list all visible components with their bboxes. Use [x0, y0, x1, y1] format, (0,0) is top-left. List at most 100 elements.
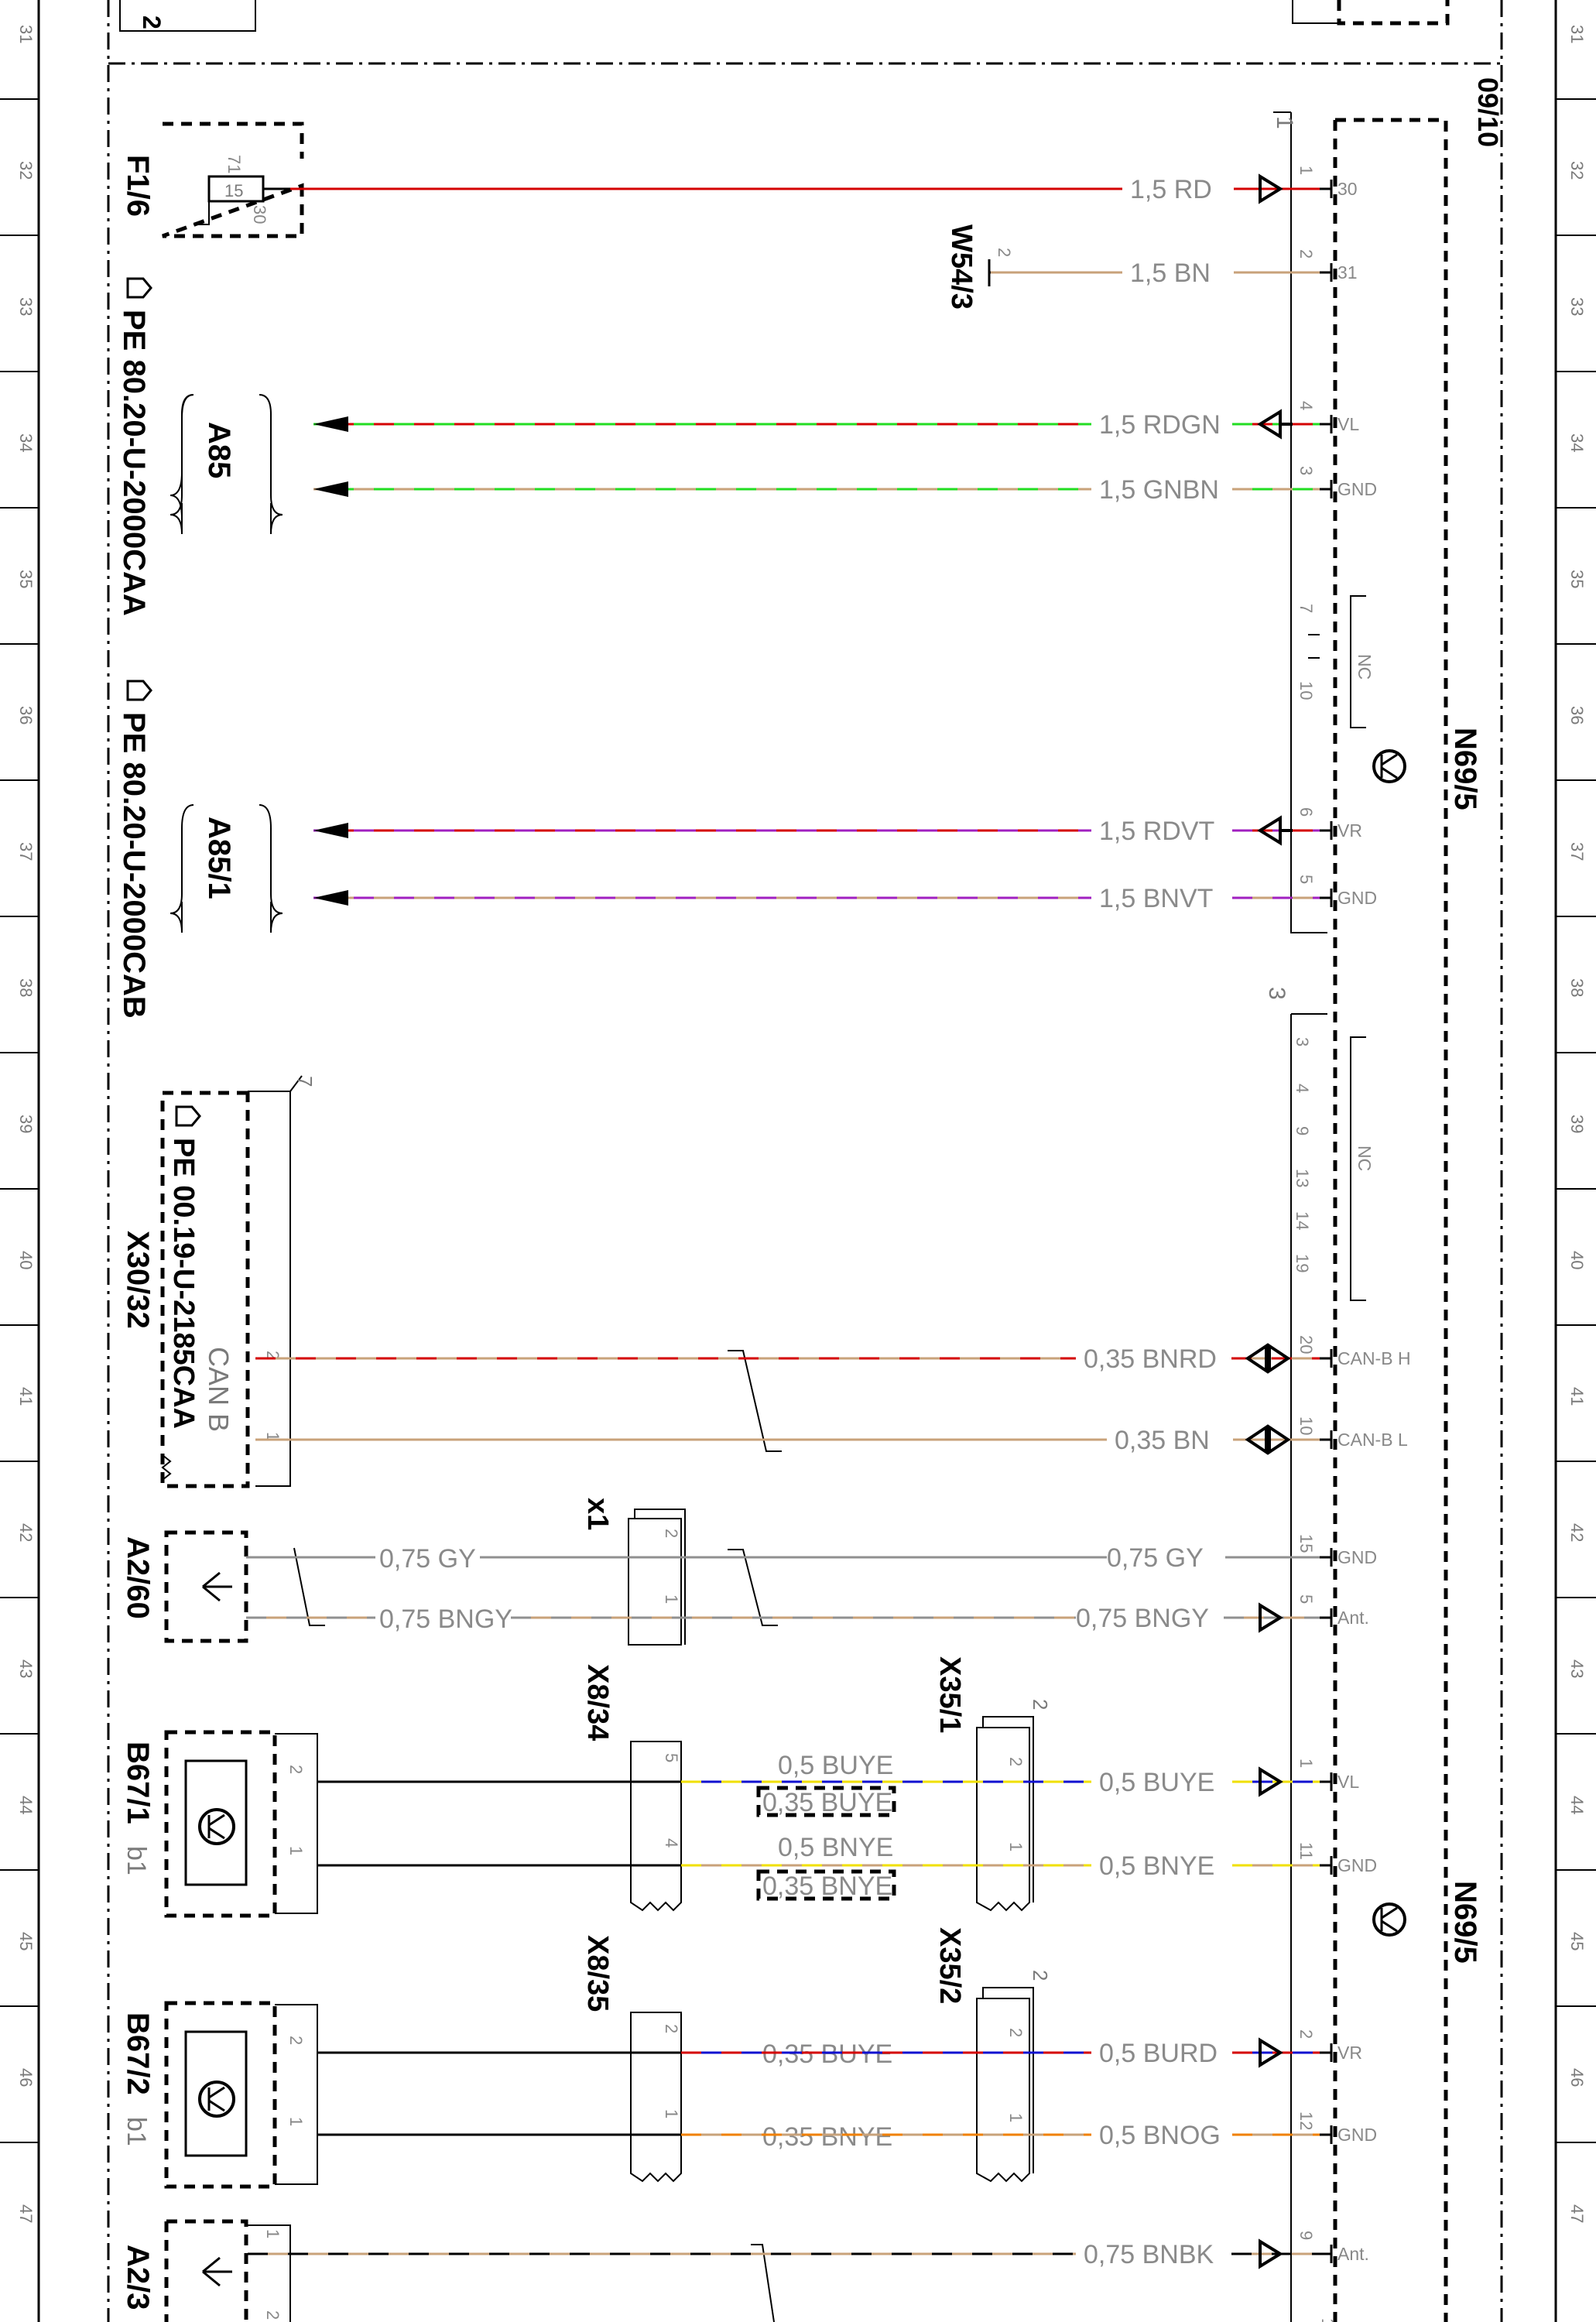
row-marker: 35 — [16, 570, 36, 588]
row-marker: 45 — [1567, 1932, 1587, 1950]
svg-text:3: 3 — [1293, 1037, 1312, 1046]
row-marker: 39 — [1567, 1115, 1587, 1133]
signal-name: 31 — [1337, 262, 1358, 283]
antenna-icon — [202, 2256, 232, 2287]
svg-text:10: 10 — [1296, 681, 1316, 700]
pin-number: 10 — [1296, 1416, 1316, 1435]
arrow-icon — [1259, 1766, 1283, 1797]
top-right-box — [1292, 0, 1339, 24]
pin-terminal — [1320, 180, 1333, 198]
fuse-f1-6: 15 71 30 — [162, 122, 304, 238]
x1-pin-1: 1 — [662, 1594, 681, 1604]
last-pin: 16 — [1318, 2318, 1337, 2322]
arrow-icon — [1259, 2238, 1283, 2269]
pin-number: 15 — [1296, 1534, 1316, 1553]
pin-number: 1 — [1296, 1759, 1316, 1768]
signal-name: GND — [1337, 2125, 1377, 2145]
mid-wire-1b: 0,35 BUYE — [762, 1788, 892, 1817]
pin-terminal — [1320, 821, 1333, 840]
wire-label: 0,5 BURD — [1099, 2039, 1218, 2068]
sensor-label: B67/1 — [121, 1742, 155, 1824]
row-marker: 42 — [16, 1523, 36, 1542]
wire-label: 0,75 BNBK — [1084, 2240, 1214, 2269]
connector-x1-label: x1 — [581, 1498, 614, 1530]
can-plug-label: 7 — [293, 1076, 317, 1087]
row-marker: 33 — [16, 297, 36, 316]
wire-label: 1,5 RDVT — [1099, 817, 1214, 846]
row-marker: 45 — [16, 1932, 36, 1950]
pin-number: 9 — [1296, 2231, 1316, 2240]
x351-pin-1: 1 — [1006, 1842, 1026, 1851]
twisted-pair-mark — [751, 2244, 775, 2322]
row-marker: 35 — [1567, 570, 1587, 588]
row-marker: 40 — [16, 1251, 36, 1269]
svg-text:NC: NC — [1355, 1146, 1375, 1171]
connector-x35-1-plug: 2 — [1029, 1699, 1052, 1710]
sensor-label-2: B67/2 — [121, 2012, 155, 2095]
row-marker: 40 — [1567, 1251, 1587, 1269]
transistor-symbol-icon — [1372, 749, 1406, 783]
x1-pin-2: 2 — [662, 1529, 681, 1538]
reference-icon — [126, 680, 152, 701]
pin-terminal — [1320, 2245, 1333, 2263]
row-marker: 34 — [1567, 433, 1587, 452]
ant2-pin-2: 2 — [263, 2310, 283, 2320]
svg-text:4: 4 — [1293, 1084, 1312, 1093]
svg-text:14: 14 — [1293, 1211, 1312, 1230]
amplifier-label-2: A85/1 — [202, 817, 236, 899]
pin-number: 5 — [1296, 1594, 1316, 1604]
signal-name: GND — [1337, 479, 1377, 499]
svg-text:71: 71 — [224, 155, 244, 173]
pin-terminal — [1320, 1548, 1333, 1567]
wire-label: 0,35 BNRD — [1084, 1344, 1217, 1374]
x351-pin-2: 2 — [1006, 1757, 1026, 1766]
pin-number: 20 — [1296, 1335, 1316, 1354]
wire-label: 1,5 RDGN — [1099, 410, 1221, 440]
antenna-a2-3 — [164, 2219, 291, 2322]
row-marker: 36 — [1567, 706, 1587, 724]
pin-number: 4 — [1296, 401, 1316, 410]
plug-3-label: 3 — [1264, 987, 1289, 1000]
antenna-label: A2/60 — [121, 1536, 155, 1619]
top-label-fragment: 2 — [138, 15, 166, 29]
row-marker: 32 — [1567, 161, 1587, 180]
s1-pin-1: 1 — [286, 1846, 306, 1855]
pin-terminal — [1320, 1856, 1333, 1875]
svg-text:30: 30 — [250, 205, 269, 224]
reference-1: PE 80.20-U-2000CAA — [117, 310, 151, 616]
svg-text:NC: NC — [1355, 654, 1375, 680]
pin-terminal — [1320, 263, 1333, 282]
control-unit-label-2: N69/5 — [1448, 1881, 1482, 1964]
arrow-icon — [1259, 173, 1283, 204]
wire-label: 0,5 BUYE — [1099, 1768, 1214, 1797]
arrow-icon — [1245, 1424, 1291, 1455]
wire-label: 1,5 BNVT — [1099, 884, 1213, 913]
svg-text:9: 9 — [1293, 1126, 1312, 1135]
pin-number: 6 — [1296, 807, 1316, 817]
ground-point-label: W54/3 — [945, 224, 978, 310]
top-left-box — [119, 0, 256, 32]
wire-label: 1,5 GNBN — [1099, 475, 1219, 505]
twisted-pair-mark — [728, 1549, 778, 1626]
pin-terminal — [1320, 1349, 1333, 1368]
row-marker: 43 — [1567, 1659, 1587, 1678]
arrow-icon — [313, 481, 348, 497]
row-marker: 38 — [16, 978, 36, 997]
reference-3: PE 00.19-U-2185CAA — [167, 1138, 200, 1429]
reference-icon — [126, 277, 152, 299]
nc-group-2: NC 3 4 9 13 14 19 — [1293, 1036, 1375, 1301]
x834-pin-4: 4 — [662, 1838, 681, 1848]
row-marker: 34 — [16, 433, 36, 452]
connector-x8-35 — [630, 2012, 682, 2183]
row-marker: 37 — [16, 842, 36, 861]
can-bus-label: CAN B — [203, 1347, 235, 1432]
row-marker: 32 — [16, 161, 36, 180]
